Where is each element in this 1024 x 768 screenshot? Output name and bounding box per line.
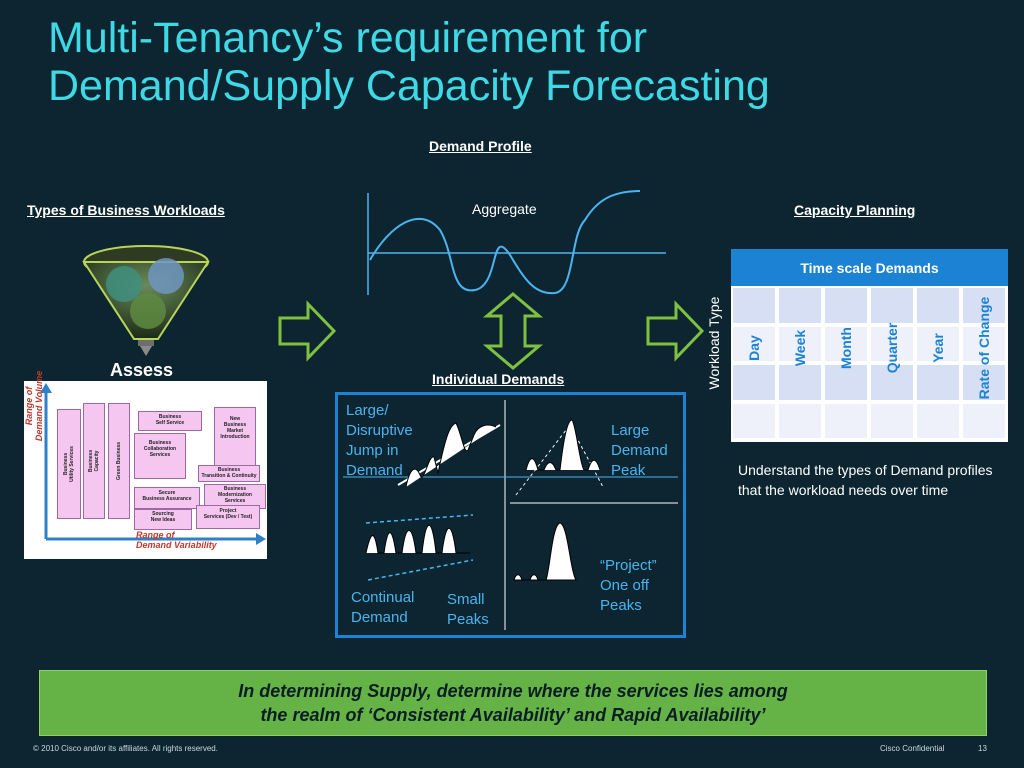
table-cell <box>963 365 1005 400</box>
right-arrow-icon <box>646 300 705 362</box>
workload-box: Green Business <box>108 403 130 519</box>
title-line-2: Demand/Supply Capacity Forecasting <box>48 62 770 110</box>
workload-box: Sourcing New Ideas <box>134 509 192 530</box>
column-label: Quarter <box>884 322 900 374</box>
table-header: Time scale Demands <box>731 249 1008 286</box>
assess-label: Assess <box>110 360 174 380</box>
workload-box: Business Utility Services <box>57 409 81 519</box>
workload-box-label: Business Capacity <box>88 449 101 473</box>
funnel-icon <box>82 245 210 356</box>
workload-y-label: Range of Demand Volume <box>24 370 44 442</box>
table-cell <box>733 326 775 361</box>
title-line-1: Multi-Tenancy’s requirement for <box>48 14 648 62</box>
table-cell <box>963 403 1005 438</box>
column-label: Day <box>746 335 762 361</box>
table-cell <box>871 403 913 438</box>
table-cell <box>733 365 775 400</box>
workload-chart-axes <box>40 383 266 545</box>
workload-box: Business Self Service <box>138 411 202 431</box>
table-cell <box>871 326 913 361</box>
q4-label: “Project” One off Peaks <box>600 557 657 614</box>
table-cell <box>871 365 913 400</box>
table-cell <box>779 403 821 438</box>
updown-arrow-icon <box>483 292 543 370</box>
individual-demands-box: Large/ Disruptive Jump in Demand Large D… <box>335 392 686 638</box>
aggregate-label: Aggregate <box>472 201 537 217</box>
table-cell <box>733 403 775 438</box>
column-label: Rate of Change <box>976 296 992 400</box>
business-workloads-header: Types of Business Workloads <box>27 202 225 218</box>
workload-box: Business Collaboration Services <box>134 433 186 479</box>
table-cell <box>779 288 821 323</box>
table-cell <box>825 403 867 438</box>
q2-label: Large Demand Peak <box>611 422 668 479</box>
workload-box-label: Business Utility Services <box>63 446 76 482</box>
page-number: 13 <box>978 744 987 753</box>
workload-box: Project Services (Dev / Test) <box>196 505 260 529</box>
confidential-text: Cisco Confidential <box>880 744 945 753</box>
column-label: Month <box>838 327 854 369</box>
individual-demands-header: Individual Demands <box>432 371 565 387</box>
supply-banner: In determining Supply, determine where t… <box>39 670 987 736</box>
banner-line-1: In determining Supply, determine where t… <box>238 681 788 701</box>
table-cell <box>963 288 1005 323</box>
table-cell <box>917 365 959 400</box>
demand-profile-header: Demand Profile <box>429 138 532 154</box>
aggregate-curve <box>367 190 666 295</box>
workload-type-label: Workload Type <box>706 296 722 390</box>
q1-label: Large/ Disruptive Jump in Demand <box>346 402 413 479</box>
table-cell <box>825 288 867 323</box>
table-cell <box>917 288 959 323</box>
banner-line-2: the realm of ‘Consistent Availability’ a… <box>260 705 766 725</box>
workload-box: Secure Business Assurance <box>134 487 200 509</box>
column-label: Week <box>792 329 808 367</box>
table-cell <box>963 326 1005 361</box>
table-cell <box>825 365 867 400</box>
table-cell <box>871 288 913 323</box>
workload-chart: Range of Demand Volume Range of Demand V… <box>24 371 267 559</box>
table-cell <box>825 326 867 361</box>
table-cell <box>779 326 821 361</box>
workload-box-label: Green Business <box>116 441 123 481</box>
table-cell <box>779 365 821 400</box>
time-scale-table: Time scale Demands <box>731 249 1008 442</box>
table-cell <box>733 288 775 323</box>
workload-box: Business Transition & Continuity <box>198 465 260 482</box>
individual-demands-graphics <box>343 400 678 630</box>
capacity-note: Understand the types of Demand profiles … <box>738 462 993 498</box>
workload-x-label: Range of Demand Variability <box>136 530 217 550</box>
copyright-text: © 2010 Cisco and/or its affiliates. All … <box>33 744 218 753</box>
workload-box: Business Capacity <box>83 403 105 519</box>
slide-title: Multi-Tenancy’s requirement for Demand/S… <box>48 14 988 110</box>
column-label: Year <box>930 333 946 363</box>
right-arrow-icon <box>278 300 337 362</box>
q3-continual-label: Continual Demand <box>351 589 415 626</box>
q3-small-peaks-label: Small Peaks <box>447 591 489 628</box>
table-cell <box>917 326 959 361</box>
table-cell <box>917 403 959 438</box>
capacity-planning-header: Capacity Planning <box>794 202 916 218</box>
